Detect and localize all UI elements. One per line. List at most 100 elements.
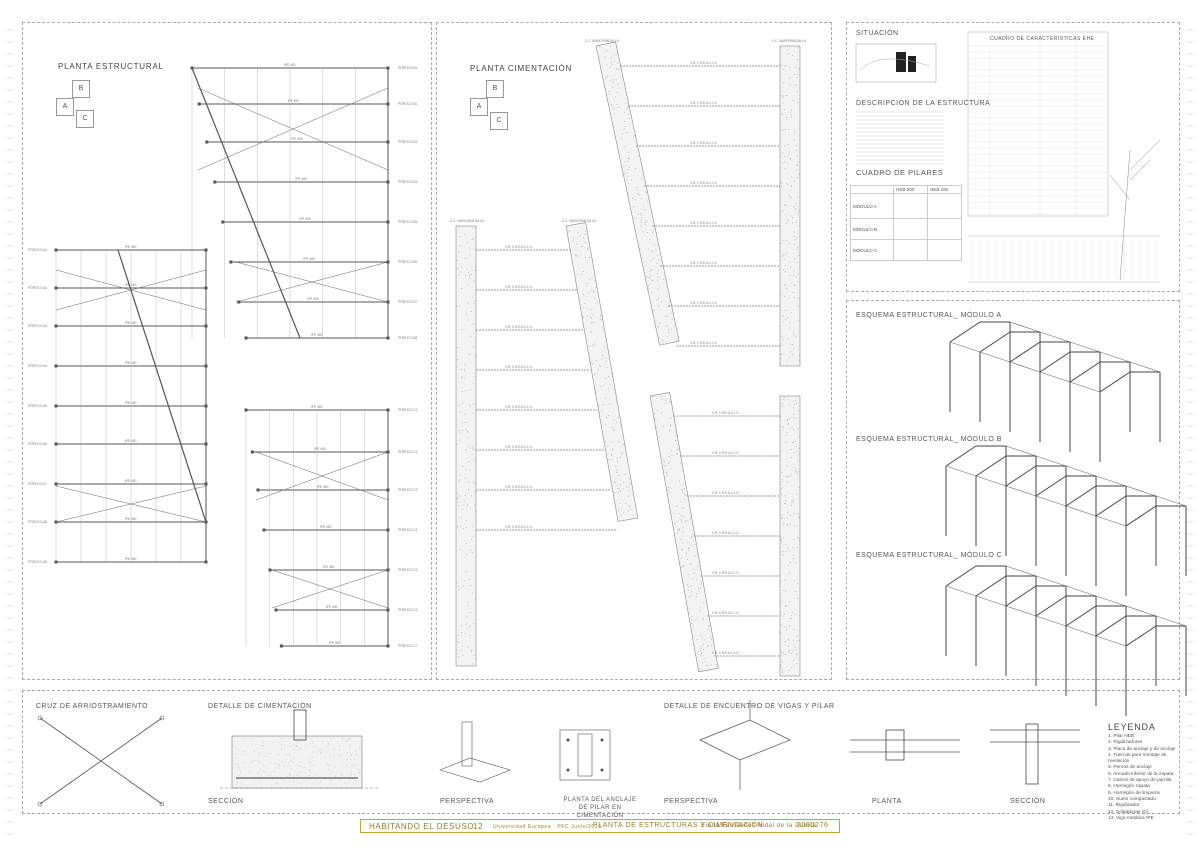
axis-label: PÓRTICO C7 — [398, 643, 418, 648]
concrete-aggregate — [312, 757, 313, 758]
foundation-beam-label: V.R. C.R.E.A.C.I.O. — [505, 365, 533, 369]
title-esquema-a: ESQUEMA ESTRUCTURAL_ módulo A — [856, 312, 1002, 319]
concrete-aggregate — [259, 755, 260, 756]
concrete-aggregate — [254, 778, 255, 779]
title-detalle-cimentacion: DETALLE DE CIMENTACIÓN — [208, 703, 312, 710]
title-planta-estructural: PLANTA ESTRUCTURAL — [58, 62, 164, 71]
axis-label: PÓRTICO C1 — [398, 407, 418, 412]
module-a-frame-rafter — [1010, 342, 1040, 362]
concrete-aggregate — [260, 779, 261, 780]
title-esquema-c: ESQUEMA ESTRUCTURAL_ módulo C — [856, 552, 1002, 559]
concrete-aggregate — [252, 741, 253, 742]
concrete-aggregate — [312, 742, 313, 743]
label-perspectiva-cim: PERSPECTIVA — [440, 798, 494, 805]
concrete-aggregate — [285, 744, 286, 745]
concrete-aggregate — [244, 741, 245, 742]
module-c-column — [275, 609, 278, 612]
planta-anclaje-text: PLANTA DEL ANCLAJE DE PILAR EN CIMENTACI… — [563, 797, 636, 819]
module-a-column — [55, 365, 58, 368]
module-a-column — [205, 443, 208, 446]
footer-code: 2060276 — [797, 822, 828, 829]
module-b-frame-purlin — [1096, 476, 1126, 486]
module-c-column — [387, 489, 390, 492]
module-a-column — [205, 325, 208, 328]
module-a-frame-rafter — [1040, 352, 1070, 372]
module-c-frame-rafter — [1126, 626, 1156, 646]
module-b-frame-rafter — [946, 446, 976, 466]
concrete-aggregate — [329, 756, 330, 757]
module-c-frame-purlin — [1036, 616, 1066, 626]
module-c-frame-rafter — [1036, 596, 1066, 616]
concrete-aggregate — [319, 783, 320, 784]
concrete-aggregate — [238, 775, 239, 776]
module-c-beam-label: IPE 450 — [311, 405, 323, 409]
module-a-column — [205, 287, 208, 290]
module-c-column — [251, 451, 254, 454]
module-a-column — [205, 483, 208, 486]
pilares-row-b: MÓDULO B — [851, 219, 894, 240]
module-c-frame-purlin — [1096, 636, 1126, 646]
module-c-column — [263, 529, 266, 532]
concrete-aggregate — [240, 769, 241, 770]
concrete-aggregate — [300, 748, 301, 749]
concrete-aggregate — [339, 745, 340, 746]
concrete-aggregate — [355, 754, 356, 755]
module-b-column — [387, 337, 390, 340]
concrete-aggregate — [289, 773, 290, 774]
module-a-frame-purlin — [1040, 332, 1070, 342]
module-b-beam-label: IPE 450 — [299, 217, 311, 221]
concrete-aggregate — [294, 774, 295, 775]
concrete-aggregate — [290, 768, 291, 769]
anchor-bolt — [601, 739, 604, 742]
concrete-aggregate — [304, 767, 305, 768]
module-c-column — [280, 645, 283, 648]
anchor-plan — [560, 730, 610, 780]
foundation-beam-label: V.R. C.R.E.A.C.I.O. — [690, 221, 718, 225]
concrete-aggregate — [288, 777, 289, 778]
concrete-aggregate — [297, 775, 298, 776]
module-a-frame-rafter — [1100, 372, 1130, 392]
foundation-beam-label: V.R. C.R.E.A.C.I.O. — [712, 531, 740, 535]
concrete-aggregate — [339, 779, 340, 780]
module-b-column — [221, 221, 224, 224]
module-c-frame-rafter — [1066, 606, 1096, 626]
axis-label: PÓRTICO B2 — [398, 101, 417, 106]
concrete-aggregate — [257, 744, 258, 745]
concrete-aggregate — [263, 742, 264, 743]
concrete-aggregate — [319, 750, 320, 751]
module-c-column — [257, 489, 260, 492]
concrete-aggregate — [254, 760, 255, 761]
foundation-beam-label: V.R. C.R.E.A.C.I.O. — [505, 525, 533, 529]
concrete-aggregate — [293, 782, 294, 783]
concrete-aggregate — [270, 763, 271, 764]
concrete-aggregate — [299, 772, 300, 773]
module-c-frame-rafter — [1006, 586, 1036, 606]
site-building — [896, 52, 906, 72]
concrete-aggregate — [344, 783, 345, 784]
foundation-beam-label: V.R. C.R.E.A.C.I.O. — [712, 451, 740, 455]
concrete-aggregate — [289, 754, 290, 755]
concrete-aggregate — [245, 762, 246, 763]
concrete-aggregate — [296, 742, 297, 743]
concrete-aggregate — [347, 759, 348, 760]
axis-label: PÓRTICO A9 — [28, 559, 47, 564]
module-key-b: B — [72, 80, 90, 98]
module-a-frame-purlin — [950, 342, 980, 352]
concrete-aggregate — [259, 782, 260, 783]
pilares-table: HEB 200HEB 180 MÓDULO A MÓDULO B MÓDULO … — [850, 185, 962, 261]
concrete-aggregate — [251, 762, 252, 763]
concrete-aggregate — [311, 762, 312, 763]
foundation-beam-label: V.R. C.R.E.A.C.I.O. — [690, 101, 718, 105]
concrete-aggregate — [321, 750, 322, 751]
concrete-aggregate — [292, 761, 293, 762]
concrete-aggregate — [270, 753, 271, 754]
concrete-aggregate — [261, 774, 262, 775]
concrete-aggregate — [281, 761, 282, 762]
axis-label: PÓRTICO A6 — [28, 441, 47, 446]
label-perspectiva-enc: PERSPECTIVA — [664, 798, 718, 805]
foundation-beam-label: V.R. C.R.E.A.C.I.O. — [690, 181, 718, 185]
footer-sheet: 12 — [473, 822, 483, 831]
module-b-column — [245, 337, 248, 340]
module-key-c: C — [76, 110, 94, 128]
title-cuadro-pilares: CUADRO DE PILARES — [856, 168, 943, 177]
